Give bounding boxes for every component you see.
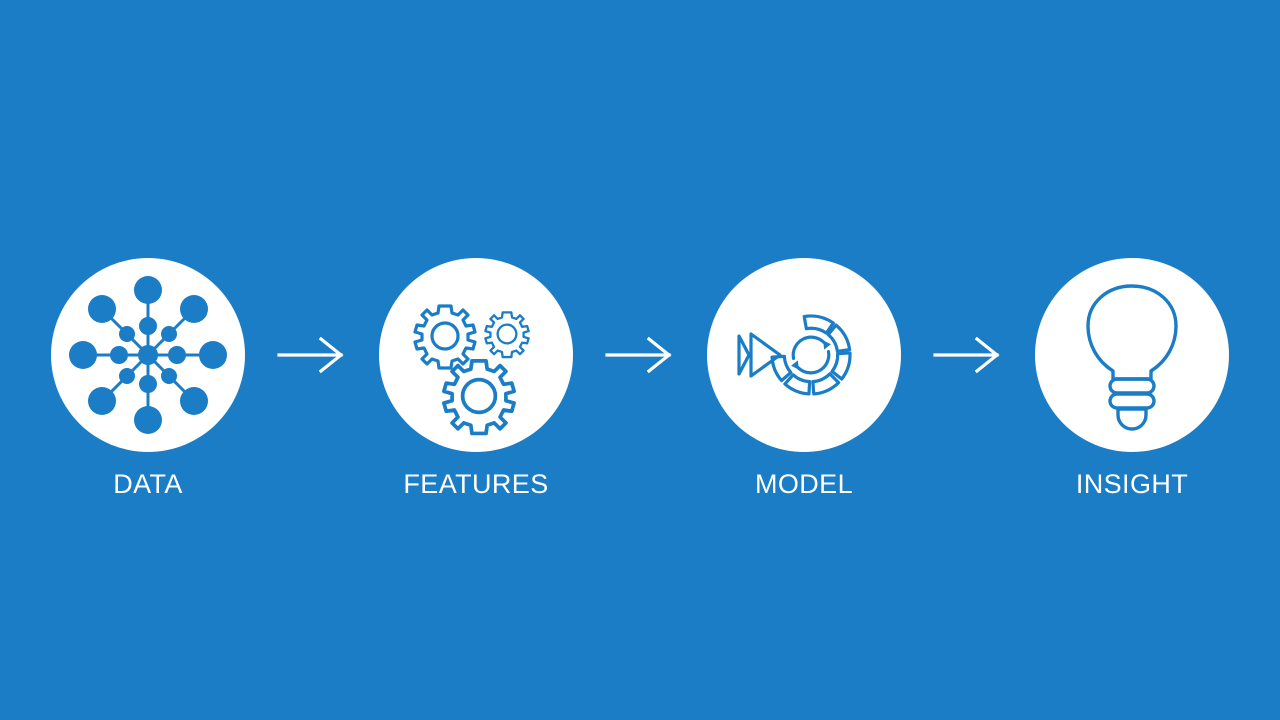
step-label-model: MODEL [754, 469, 854, 499]
pipeline-connector-3 [901, 258, 1035, 452]
step-icon-disc-model [707, 258, 901, 452]
step-icon-disc-features [379, 258, 573, 452]
step-icon-disc-insight [1035, 258, 1229, 452]
step-label-features: FEATURES [403, 469, 549, 499]
pipeline-connector-1 [245, 258, 379, 452]
pipeline-connector-2 [573, 258, 707, 452]
step-icon-disc-data [51, 258, 245, 452]
step-label-insight: INSIGHT [1075, 469, 1189, 499]
pipeline-step-data[interactable]: DATA [51, 258, 245, 500]
pipeline-diagram: DATA [0, 258, 1280, 500]
pipeline-step-insight[interactable]: INSIGHT [1035, 258, 1229, 500]
model-wheel-icon [737, 314, 852, 396]
lightbulb-icon [1086, 284, 1178, 431]
pipeline-step-model[interactable]: MODEL [707, 258, 901, 500]
arrow-right-icon [277, 336, 344, 374]
pipeline-step-features[interactable]: FEATURES [379, 258, 573, 500]
arrow-right-icon [933, 336, 1000, 374]
network-nodes-icon [69, 276, 227, 434]
step-label-data: DATA [113, 469, 183, 499]
gears-icon [413, 304, 530, 436]
arrow-right-icon [605, 336, 672, 374]
